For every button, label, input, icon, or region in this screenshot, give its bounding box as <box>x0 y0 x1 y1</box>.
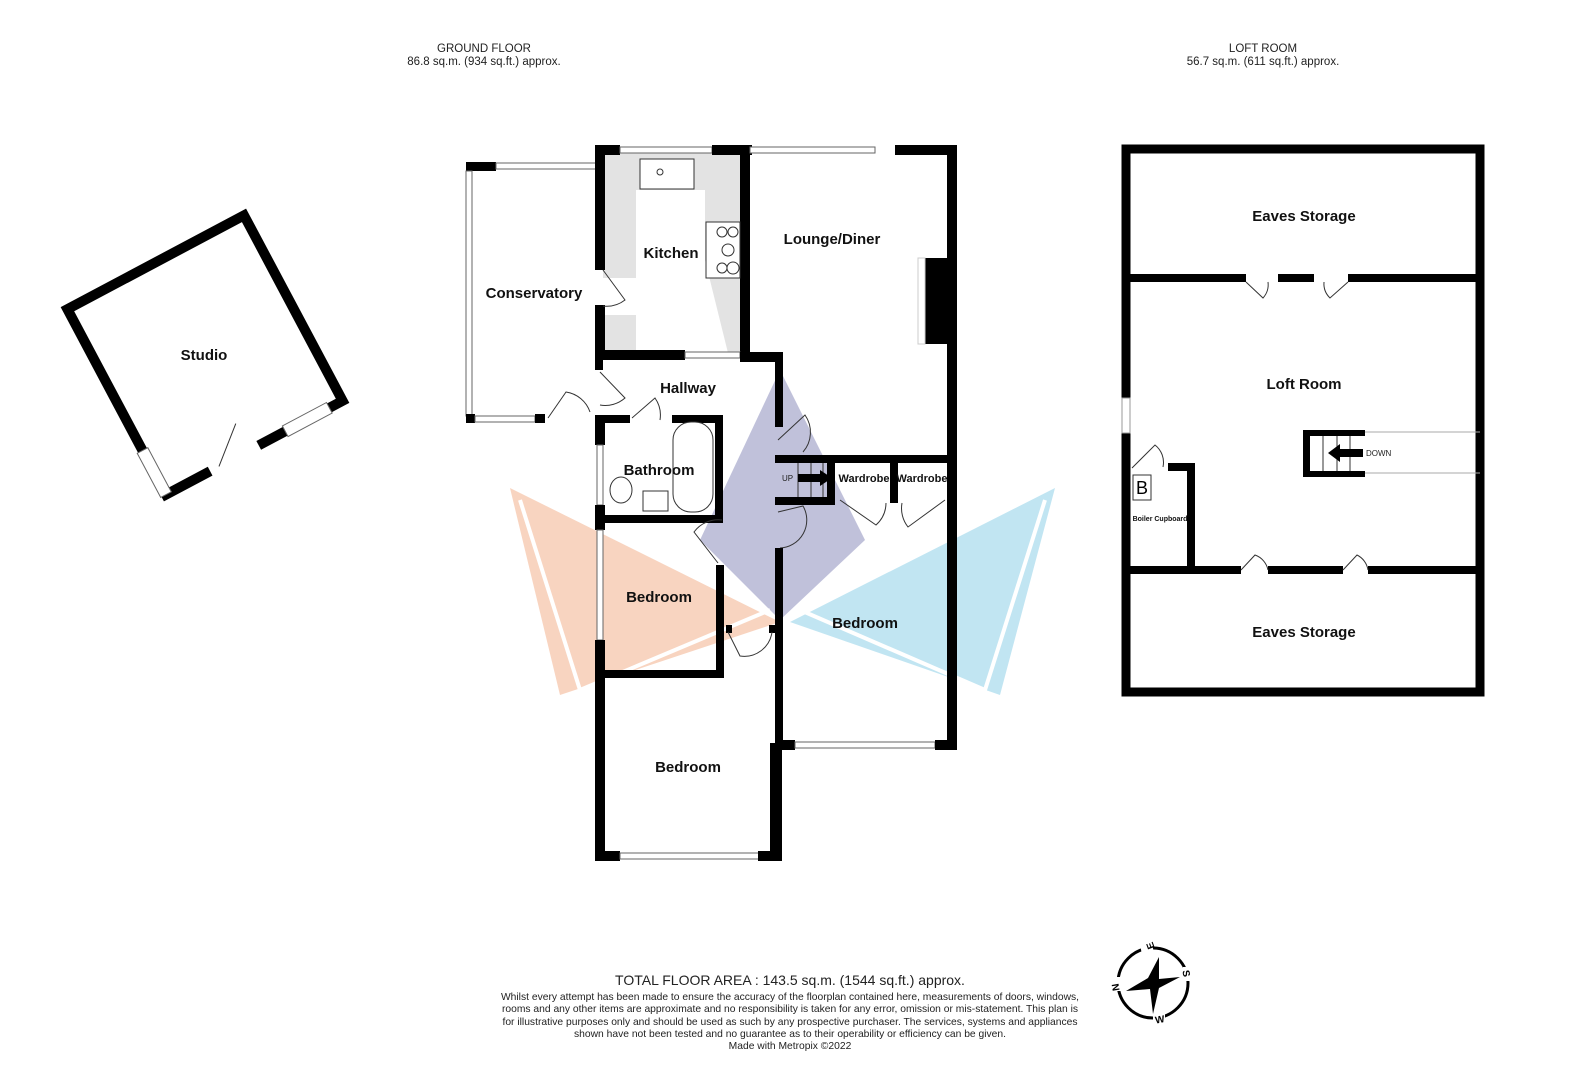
bath-icon <box>672 421 714 513</box>
compass-west: W <box>1154 1014 1166 1027</box>
room-label-wardrobe-1: Wardrobe <box>839 473 890 485</box>
compass-icon: E S N W <box>1109 940 1195 1027</box>
boiler-symbol: B <box>1136 478 1148 498</box>
loft-header: LOFT ROOM 56.7 sq.m. (611 sq.ft.) approx… <box>1163 43 1363 69</box>
room-label-bedroom-1: Bedroom <box>626 589 692 606</box>
room-label-boiler-cupboard: Boiler Cupboard <box>1133 516 1188 523</box>
ground-floor-header: GROUND FLOOR 86.8 sq.m. (934 sq.ft.) app… <box>384 43 584 69</box>
disclaimer: Whilst every attempt has been made to en… <box>500 992 1080 1040</box>
stairs-down-label: DOWN <box>1366 449 1392 458</box>
loft-title: LOFT ROOM <box>1228 43 1298 55</box>
studio-outbuilding <box>60 208 350 502</box>
boiler-icon <box>1132 474 1152 501</box>
footer: TOTAL FLOOR AREA : 143.5 sq.m. (1544 sq.… <box>500 972 1080 1053</box>
studio-door <box>218 423 237 467</box>
compass-south: S <box>1179 969 1191 978</box>
watermark-logo <box>510 370 1055 695</box>
room-label-hallway: Hallway <box>660 380 717 397</box>
loft-area: 56.7 sq.m. (611 sq.ft.) approx. <box>1186 56 1340 68</box>
conservatory <box>465 162 597 423</box>
compass-east: E <box>1145 940 1158 950</box>
room-label-eaves-storage-top: Eaves Storage <box>1252 208 1355 225</box>
studio-window-left <box>136 447 172 499</box>
room-label-wardrobe-2: Wardrobe <box>897 473 948 485</box>
arrow-left-icon <box>1328 444 1363 462</box>
bedroom-rear <box>595 743 782 861</box>
hallway <box>595 360 723 520</box>
room-label-bathroom: Bathroom <box>624 462 695 479</box>
bathroom <box>595 421 723 530</box>
basin-icon <box>642 490 669 512</box>
kitchen <box>595 145 752 360</box>
room-label-eaves-storage-bottom: Eaves Storage <box>1252 624 1355 641</box>
room-label-bedroom-3: Bedroom <box>655 759 721 776</box>
ground-floor-area: 86.8 sq.m. (934 sq.ft.) approx. <box>407 56 561 68</box>
ground-floor-title: GROUND FLOOR <box>437 43 531 55</box>
loft-floor <box>1121 144 1485 697</box>
lounge-diner <box>740 145 957 750</box>
compass-north: N <box>1110 983 1122 992</box>
room-label-conservatory: Conservatory <box>486 285 583 302</box>
room-label-lounge-diner: Lounge/Diner <box>784 231 881 248</box>
room-label-kitchen: Kitchen <box>643 245 698 262</box>
total-floor-area: TOTAL FLOOR AREA : 143.5 sq.m. (1544 sq.… <box>615 972 965 988</box>
room-label-studio: Studio <box>181 347 228 364</box>
bedroom-small <box>595 519 773 860</box>
toilet-icon <box>609 476 633 504</box>
hob-icon <box>705 221 741 279</box>
credit: Made with Metropix ©2022 <box>728 1041 852 1053</box>
room-label-bedroom-2: Bedroom <box>832 615 898 632</box>
sink-icon <box>639 158 695 190</box>
stairs-up-label: UP <box>782 474 793 483</box>
arrow-right-icon <box>798 470 832 486</box>
studio-window-bottom <box>281 401 333 438</box>
room-label-loft-room: Loft Room <box>1267 376 1342 393</box>
stairs-up <box>726 414 955 750</box>
